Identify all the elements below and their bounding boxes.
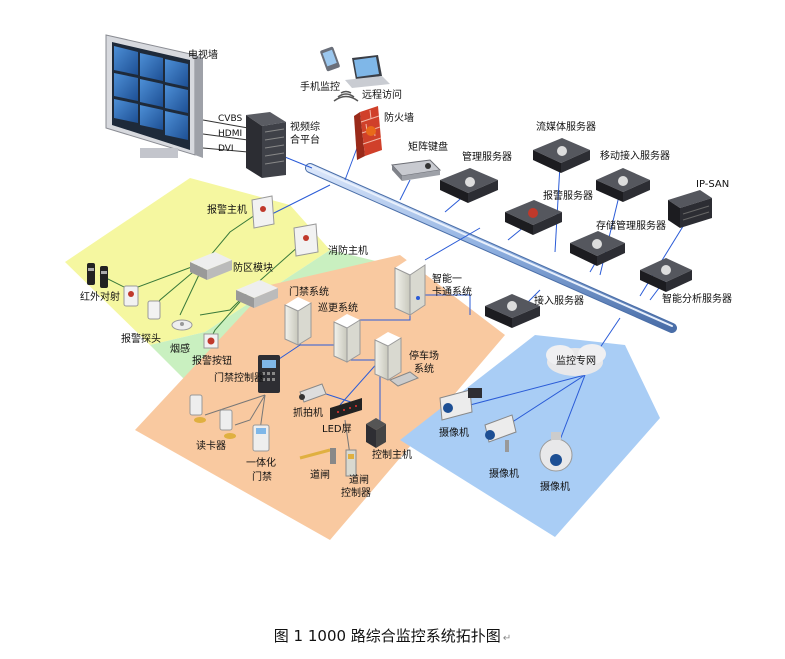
- label-parking-2: 系统: [414, 364, 434, 375]
- video-cables: [202, 119, 249, 153]
- label-cvbs: CVBS: [218, 114, 243, 124]
- label-camera-3: 摄像机: [540, 482, 570, 493]
- gate-controller-icon: [345, 449, 357, 477]
- wireless-icon: [333, 90, 359, 102]
- zone-module-2: [236, 280, 278, 308]
- mobile-access-server-icon: [596, 168, 650, 202]
- label-mgmt-server: 管理服务器: [462, 152, 512, 163]
- label-alarm-button: 报警按钮: [192, 356, 232, 367]
- label-integrated-door-2: 门禁: [252, 472, 272, 483]
- infrared-icon: [87, 263, 108, 288]
- label-hdmi: HDMI: [218, 129, 243, 139]
- tv-wall: [105, 34, 203, 158]
- label-gate-ctrl-2: 控制器: [341, 488, 371, 499]
- camera-1-icon: [439, 388, 482, 421]
- alarm-probe-icon: [123, 285, 139, 307]
- label-integrated-door-1: 一体化: [246, 458, 276, 469]
- label-streaming-server: 流媒体服务器: [536, 122, 596, 133]
- integrated-door-icon: [252, 424, 270, 452]
- label-card-system-2: 卡通系统: [432, 287, 472, 298]
- label-gate-ctrl-1: 道闸: [349, 475, 369, 486]
- label-analysis-server: 智能分析服务器: [662, 294, 732, 305]
- pir-icon: [147, 300, 161, 320]
- label-parking-1: 停车场: [409, 351, 439, 362]
- matrix-keyboard-icon: [390, 159, 442, 181]
- laptop-icon: [345, 55, 390, 88]
- fire-host-icon: [293, 223, 319, 257]
- label-ipsan: IP-SAN: [696, 179, 730, 190]
- label-mobile-access-server: 移动接入服务器: [600, 151, 670, 162]
- label-alarm-probe: 报警探头: [121, 334, 161, 345]
- label-tv-wall: 电视墙: [188, 50, 218, 61]
- door-system-pc: [284, 297, 312, 346]
- camera-3-icon: [539, 432, 573, 472]
- label-control-host: 控制主机: [372, 450, 412, 461]
- parking-system-pc: [374, 332, 420, 387]
- zone-module-1: [190, 252, 232, 280]
- label-video-platform-1: 视频综: [290, 122, 320, 133]
- patrol-system-pc: [333, 314, 361, 363]
- label-alarm-server: 报警服务器: [543, 191, 593, 202]
- return-mark: ↵: [502, 633, 512, 644]
- gate-icon: [299, 448, 336, 464]
- label-monitor-net: 监控专网: [556, 356, 596, 367]
- led-screen-icon: [330, 398, 362, 420]
- analysis-server-icon: [640, 258, 692, 292]
- label-firewall: 防火墙: [384, 113, 414, 124]
- label-video-platform-2: 合平台: [290, 135, 320, 146]
- access-zone: [135, 255, 505, 540]
- label-patrol-system: 巡更系统: [318, 303, 358, 314]
- streaming-server-icon: [533, 138, 590, 173]
- door-controller-icon: [258, 355, 280, 393]
- label-matrix-keyboard: 矩阵键盘: [408, 142, 448, 153]
- label-camera-2: 摄像机: [489, 469, 519, 480]
- camera-zone: [400, 335, 660, 537]
- smoke-detector-icon: [171, 319, 193, 331]
- label-camera-1: 摄像机: [439, 428, 469, 439]
- label-dvi: DVI: [218, 144, 234, 154]
- mgmt-server-icon: [440, 168, 498, 203]
- label-infrared: 红外对射: [80, 292, 120, 303]
- label-led-screen: LED屏: [322, 424, 352, 435]
- camera-2-icon: [484, 414, 517, 452]
- alarm-host-icon: [251, 195, 275, 229]
- label-remote-access: 远程访问: [362, 90, 402, 101]
- monitor-net-cloud: [546, 344, 606, 376]
- label-card-system-1: 智能一: [432, 274, 462, 285]
- backbone-pipe: [305, 163, 677, 333]
- label-mobile-monitor: 手机监控: [300, 82, 340, 93]
- diagram-canvas: [65, 34, 712, 540]
- label-fire-host: 消防主机: [328, 246, 368, 257]
- label-zone-module: 防区模块: [233, 263, 273, 274]
- card-reader-icon: [189, 394, 236, 439]
- capture-camera-icon: [299, 383, 327, 403]
- phone-icon: [320, 46, 340, 72]
- alarm-server-icon: [505, 200, 562, 235]
- alarm-button-icon: [203, 333, 219, 349]
- label-smoke: 烟感: [170, 344, 190, 355]
- label-door-system: 门禁系统: [289, 287, 329, 298]
- figure-caption: 图 1 1000 路综合监控系统拓扑图↵: [0, 625, 785, 646]
- control-host-icon: [366, 418, 386, 448]
- storage-server-icon: [570, 231, 625, 266]
- label-card-reader: 读卡器: [196, 441, 226, 452]
- caption-text: 图 1 1000 路综合监控系统拓扑图: [273, 627, 501, 645]
- label-storage-server: 存储管理服务器: [596, 221, 666, 232]
- access-server-icon: [485, 294, 540, 328]
- label-alarm-host: 报警主机: [207, 205, 247, 216]
- label-door-controller: 门禁控制器: [214, 373, 264, 384]
- card-system-pc: [394, 258, 426, 316]
- label-capture-camera: 抓拍机: [293, 408, 323, 419]
- label-gate: 道闸: [310, 470, 330, 481]
- firewall-icon: [354, 106, 382, 160]
- video-platform-device: [246, 112, 286, 178]
- ipsan-icon: [668, 190, 712, 228]
- access-lines: [204, 394, 351, 456]
- label-access-server: 接入服务器: [534, 296, 584, 307]
